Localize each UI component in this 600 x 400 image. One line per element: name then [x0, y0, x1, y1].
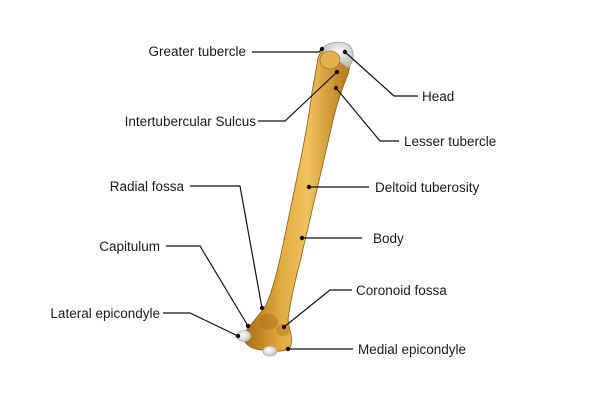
humerus-bone: [236, 41, 354, 357]
label-head: Head: [422, 89, 454, 104]
label-medial-epicondyle: Medial epicondyle: [358, 342, 466, 357]
leader-lines: [163, 46, 418, 352]
label-coronoid-fossa: Coronoid fossa: [356, 283, 447, 298]
labels: Greater tubercle Intertubercular Sulcus …: [50, 44, 496, 357]
label-capitulum: Capitulum: [99, 239, 160, 254]
label-radial-fossa: Radial fossa: [110, 179, 185, 194]
label-deltoid-tuberosity: Deltoid tuberosity: [375, 180, 480, 195]
label-lateral-epicondyle: Lateral epicondyle: [50, 306, 160, 321]
label-body: Body: [373, 231, 404, 246]
label-intertubercular-sulcus: Intertubercular Sulcus: [125, 114, 257, 129]
humerus-shaft: [243, 44, 351, 352]
label-lesser-tubercle: Lesser tubercle: [404, 134, 496, 149]
label-greater-tubercle: Greater tubercle: [148, 44, 246, 59]
trochlea-cartilage: [262, 345, 278, 357]
